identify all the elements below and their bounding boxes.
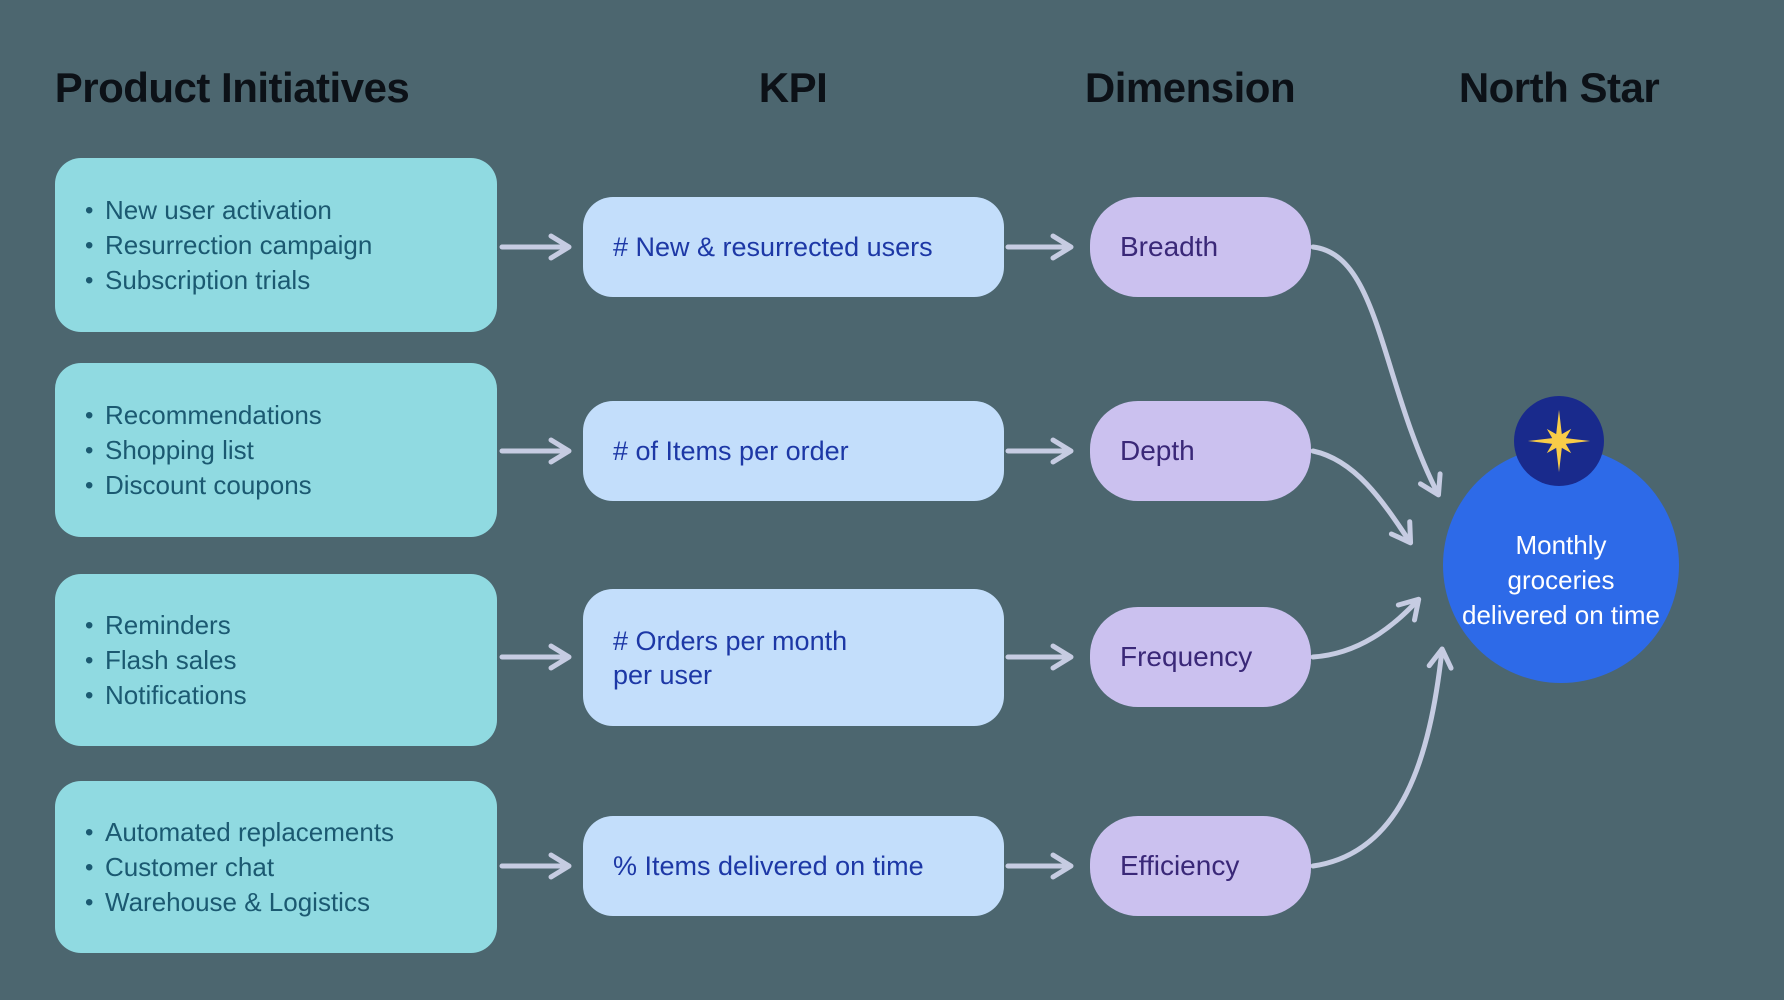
north-star-goal-circle: [1443, 447, 1679, 683]
initiative-item: Resurrection campaign: [79, 228, 372, 263]
initiative-item: Discount coupons: [79, 468, 322, 503]
kpi-label: % Items delivered on time: [613, 851, 924, 881]
dimension-label: Frequency: [1120, 641, 1253, 672]
initiatives-list: Reminders Flash sales Notifications: [55, 608, 265, 713]
arrow-depth-to-north-star: [1310, 448, 1414, 546]
initiative-item: Subscription trials: [79, 263, 372, 298]
dimension-label: Breadth: [1120, 231, 1219, 262]
dimension-pill-breadth: Breadth: [1090, 197, 1311, 297]
kpi-box-row3: # Orders per month per user: [583, 589, 1004, 726]
kpi-box-row1: # New & resurrected users: [583, 197, 1004, 297]
initiative-item: Notifications: [79, 678, 247, 713]
initiative-item: Reminders: [79, 608, 247, 643]
initiatives-list: Automated replacements Customer chat War…: [55, 815, 412, 920]
initiatives-list: New user activation Resurrection campaig…: [55, 193, 390, 298]
initiatives-box-row3: Reminders Flash sales Notifications: [55, 574, 497, 746]
north-star-icon: [1527, 409, 1591, 473]
column-header-north-star: North Star: [1458, 64, 1660, 111]
arrow-efficiency-to-north-star: [1310, 646, 1454, 869]
arrow-breadth-to-north-star: [1310, 244, 1443, 498]
initiative-item: Shopping list: [79, 433, 322, 468]
initiative-item: Warehouse & Logistics: [79, 885, 394, 920]
initiatives-list: Recommendations Shopping list Discount c…: [55, 398, 340, 503]
column-header-product-initiatives: Product Initiatives: [54, 64, 410, 111]
column-header-kpi: KPI: [758, 64, 828, 111]
dimension-label: Efficiency: [1120, 850, 1240, 881]
dimension-pill-frequency: Frequency: [1090, 607, 1311, 707]
initiative-item: New user activation: [79, 193, 372, 228]
dimension-pill-efficiency: Efficiency: [1090, 816, 1311, 916]
dimension-pill-depth: Depth: [1090, 401, 1311, 501]
arrow-frequency-to-north-star: [1310, 596, 1422, 660]
initiative-item: Customer chat: [79, 850, 394, 885]
column-header-dimension: Dimension: [1084, 64, 1296, 111]
kpi-label: # New & resurrected users: [613, 232, 933, 262]
kpi-label: # of Items per order: [613, 436, 849, 466]
north-star-metric-label: Monthly groceries delivered on time: [1462, 530, 1660, 630]
kpi-label: # Orders per month per user: [613, 625, 848, 690]
initiative-item: Recommendations: [79, 398, 322, 433]
kpi-box-row4: % Items delivered on time: [583, 816, 1004, 916]
initiative-item: Flash sales: [79, 643, 247, 678]
north-star-badge: [1514, 396, 1604, 486]
initiatives-box-row4: Automated replacements Customer chat War…: [55, 781, 497, 953]
initiatives-box-row1: New user activation Resurrection campaig…: [55, 158, 497, 332]
dimension-label: Depth: [1120, 435, 1195, 466]
initiatives-box-row2: Recommendations Shopping list Discount c…: [55, 363, 497, 537]
kpi-box-row2: # of Items per order: [583, 401, 1004, 501]
initiative-item: Automated replacements: [79, 815, 394, 850]
